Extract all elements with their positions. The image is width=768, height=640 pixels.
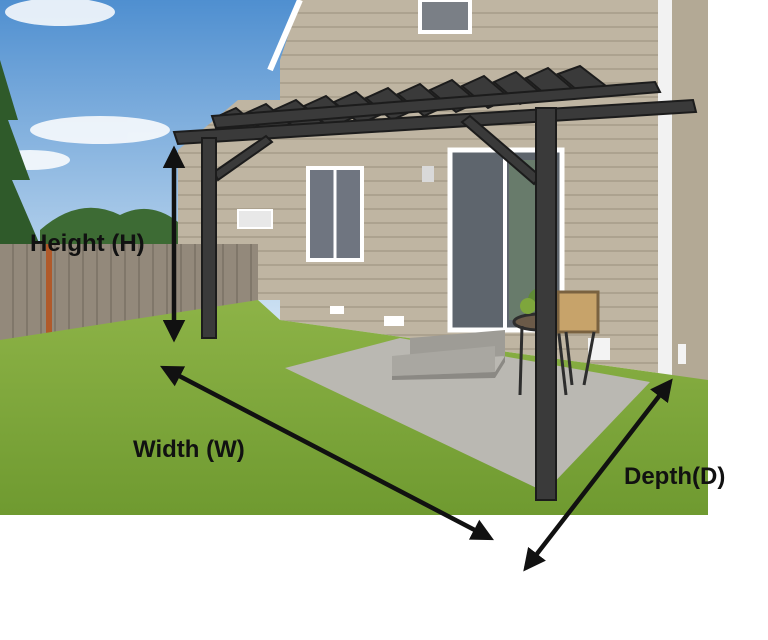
- dimension-arrows: [160, 145, 673, 572]
- depth-label: Depth(D): [624, 463, 725, 490]
- width-label: Width (W): [133, 436, 245, 463]
- width-arrow-icon: [160, 365, 494, 541]
- height-label: Height (H): [30, 230, 145, 257]
- clouds: [0, 0, 170, 170]
- backyard-photo: [0, 0, 708, 515]
- pergola-post-left: [201, 137, 217, 339]
- pergola-post-front: [535, 107, 557, 501]
- pergola-front-beam: [172, 98, 698, 146]
- depth-arrow-icon: [523, 378, 673, 572]
- pergola-back-beam: [210, 80, 662, 130]
- trees: [0, 60, 178, 250]
